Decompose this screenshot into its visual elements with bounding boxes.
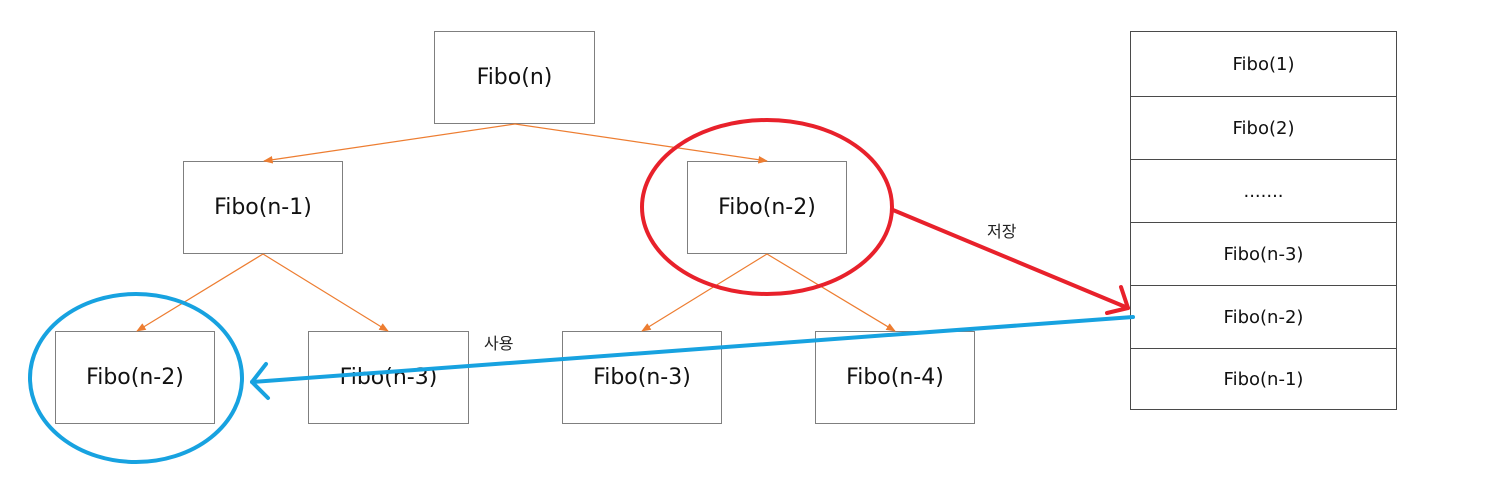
store-arrow [891, 208, 1130, 315]
edge-root-to-n-2 [514, 123, 768, 164]
stored-node-highlight-circle [640, 118, 894, 296]
edge-n-1-to-n-3 [262, 253, 389, 332]
tree-node-fibo-n-4: Fibo(n-4) [815, 331, 975, 424]
edge-n-2-to-n-4 [766, 253, 896, 332]
memo-table: Fibo(1) Fibo(2) ....... Fibo(n-3) Fibo(n… [1130, 31, 1397, 410]
memo-cell-fibo-n-1: Fibo(n-1) [1131, 348, 1396, 409]
tree-node-fibo-n-1: Fibo(n-1) [183, 161, 343, 254]
memo-cell-fibo-n-2: Fibo(n-2) [1131, 285, 1396, 348]
tree-node-fibo-n-2-reused: Fibo(n-2) [55, 331, 215, 424]
tree-node-root: Fibo(n) [434, 31, 595, 124]
memo-cell-ellipsis: ....... [1131, 159, 1396, 222]
tree-node-fibo-n-3-right: Fibo(n-3) [562, 331, 722, 424]
edge-n-1-to-n-2 [136, 253, 264, 332]
reused-node-highlight-circle [28, 292, 244, 464]
edge-n-2-to-n-3 [641, 253, 768, 332]
memo-cell-fibo-n-3: Fibo(n-3) [1131, 222, 1396, 285]
memo-cell-fibo-2: Fibo(2) [1131, 96, 1396, 159]
tree-node-fibo-n-2-stored: Fibo(n-2) [687, 161, 847, 254]
use-label: 사용 [484, 334, 514, 353]
memo-cell-fibo-1: Fibo(1) [1232, 53, 1295, 75]
edge-root-to-n-1 [263, 123, 516, 164]
store-label: 저장 [987, 222, 1017, 241]
use-arrow [250, 315, 1135, 400]
tree-edges [136, 123, 896, 332]
